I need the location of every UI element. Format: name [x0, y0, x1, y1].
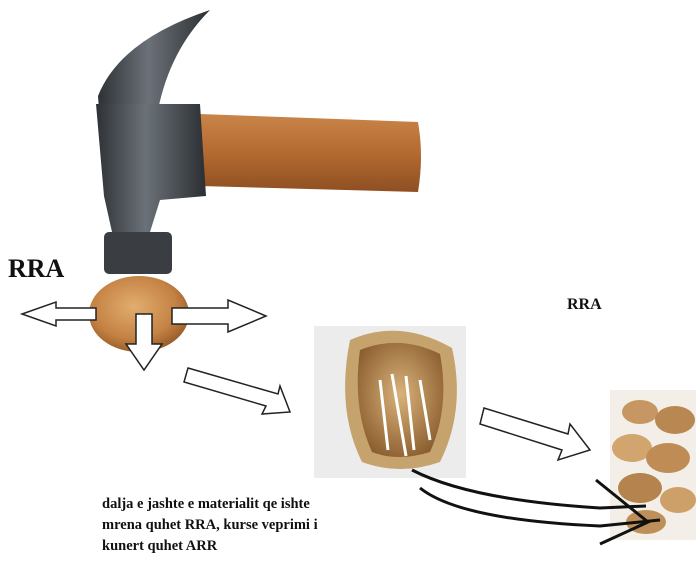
hammer-head: [96, 104, 206, 232]
hammer-handle: [200, 114, 421, 192]
caption-line-2: mrena quhet RRA, kurse veprimi i: [102, 515, 432, 536]
caption: dalja e jashte e materialit qe ishte mre…: [102, 494, 432, 557]
arrow-left: [22, 302, 96, 326]
label-right: RRA: [567, 296, 602, 314]
arrow-to-cracked-nut: [184, 368, 290, 414]
arrow-to-kernels: [480, 408, 590, 460]
hammer: [96, 10, 421, 274]
label-left: RRA: [8, 254, 64, 284]
caption-line-1: dalja e jashte e materialit qe ishte: [102, 494, 432, 515]
cracked-walnut-photo: [314, 326, 466, 478]
walnut-kernels-photo: [610, 390, 696, 540]
caption-line-3: kunert quhet ARR: [102, 536, 432, 557]
hammer-face: [104, 232, 172, 274]
